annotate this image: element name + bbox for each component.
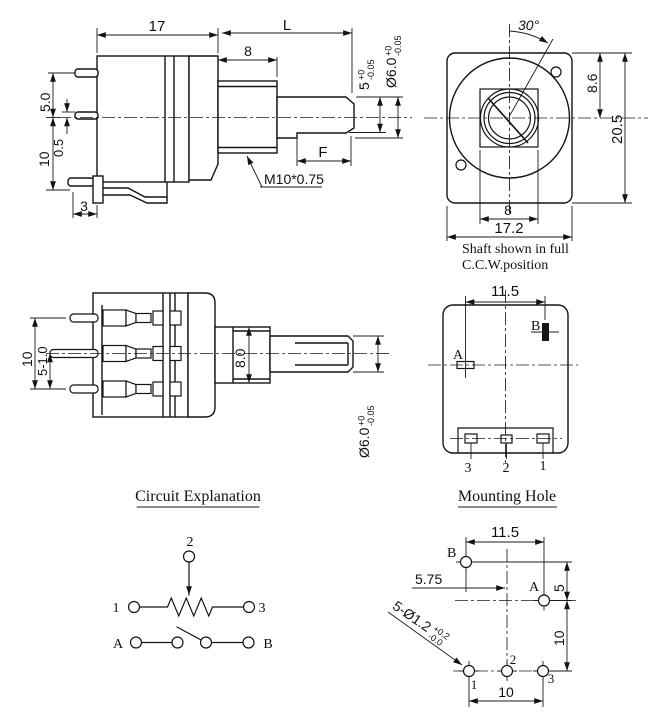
resistor-element <box>166 596 214 618</box>
svg-text:Ø6.0: Ø6.0 <box>383 57 399 88</box>
label-terminal-3: 3 <box>465 461 472 476</box>
circuit-terminal-2: 2 <box>187 535 194 550</box>
switch-contact-left <box>171 636 184 649</box>
node-a <box>129 636 143 649</box>
switch-housing <box>187 292 216 418</box>
dim-bushing-length: 8 <box>244 43 252 59</box>
switch-contact-right <box>199 636 213 649</box>
dim-pin-pitch: 5-1.0 <box>35 346 50 376</box>
circuit-diagram: Circuit Explanation 2 1 3 A B <box>113 488 273 652</box>
mount-tab <box>92 175 104 204</box>
svg-text:5: 5 <box>356 82 372 90</box>
dim-bushing-dia: 8.0 <box>232 348 248 368</box>
hole-1 <box>459 661 479 681</box>
dim-pin-offset: 0.5 <box>51 139 66 157</box>
flat-height-dim: 5 +0 -0.05 <box>356 59 376 90</box>
label-terminal-a: A <box>453 348 464 363</box>
terminal-row-1 <box>69 309 182 327</box>
pin-top <box>74 68 99 78</box>
circuit-terminal-1: 1 <box>113 601 120 616</box>
dim-top-to-center: 8.6 <box>584 73 600 93</box>
svg-text:+0: +0 <box>357 416 367 426</box>
dim-body-width: 17 <box>149 18 166 35</box>
dim-angle: 30° <box>518 17 540 33</box>
dim-shaft-length: L <box>283 17 291 34</box>
shaft <box>276 96 355 139</box>
hole-callout-leader <box>387 611 463 666</box>
circuit-switch-b: B <box>263 637 272 652</box>
label-hole-2: 2 <box>510 652 517 667</box>
terminal-row-3 <box>69 380 182 398</box>
flange-hole <box>455 159 467 171</box>
shaft-flat-edge <box>487 97 529 144</box>
flange-hole <box>550 66 562 78</box>
rear-view: 11.5 B A 3 2 1 <box>428 283 578 476</box>
label-terminal-2: 2 <box>503 461 510 476</box>
pot-body <box>96 55 190 183</box>
label-hole-a: A <box>529 580 540 595</box>
shaft-caption-line1: Shaft shown in full <box>462 242 569 257</box>
angle-arc <box>509 30 549 44</box>
dim-window-width: 8 <box>504 202 512 218</box>
shaft-bottom <box>269 335 354 373</box>
thread-callout: M10*0.75 <box>264 171 324 187</box>
dim-pin-span: 10 <box>19 351 35 367</box>
bushing-bottom <box>214 326 271 384</box>
circuit-switch-a: A <box>113 637 124 652</box>
mounting-title: Mounting Hole <box>458 488 556 505</box>
front-plate <box>188 55 219 181</box>
svg-text:-0.05: -0.05 <box>393 35 403 56</box>
svg-text:-0.05: -0.05 <box>366 405 376 426</box>
svg-text:Ø6.0: Ø6.0 <box>356 427 372 458</box>
label-terminal-b: B <box>531 319 540 334</box>
svg-text:-0.05: -0.05 <box>366 59 376 80</box>
dim-flange-width: 17.2 <box>494 220 523 237</box>
label-terminal-1: 1 <box>540 459 547 474</box>
dim-a-to-row: 10 <box>551 630 567 646</box>
node-3 <box>242 600 256 614</box>
front-view: 30° 8.6 20.5 8 17.2 Shaft shown in full … <box>424 17 648 273</box>
mounting-hole-diagram: Mounting Hole <box>387 488 576 707</box>
threaded-bushing <box>217 80 278 154</box>
shaft-caption-line2: C.C.W.position <box>462 258 548 273</box>
ccw-pointer <box>509 38 554 117</box>
label-hole-3: 3 <box>548 671 555 686</box>
bottom-view: 10 5-1.0 8.0 Ø6.0 +0 -0.05 <box>19 292 392 458</box>
node-b <box>242 636 255 649</box>
side-view: 17 L 8 5.0 10 0.5 3 M10*0.75 F 5 +0 -0.0… <box>36 17 412 218</box>
dim-hole-span: 11.5 <box>491 524 519 541</box>
dim-pin-top: 5.0 <box>37 92 53 112</box>
shaft-dia-dim: Ø6.0 +0 -0.05 <box>383 35 403 88</box>
hole-size-callout: 5-Ø1.2 +0.2 -0.0 <box>390 597 452 648</box>
dim-pin-bottom: 10 <box>36 151 52 167</box>
dim-ab-span: 11.5 <box>491 283 519 300</box>
circuit-title: Circuit Explanation <box>135 488 261 505</box>
switch-blade <box>176 626 204 642</box>
node-2 <box>182 550 196 563</box>
label-hole-1: 1 <box>471 677 478 692</box>
mount-foot <box>67 177 95 187</box>
node-1 <box>127 600 141 614</box>
dim-flange-height: 20.5 <box>609 115 626 144</box>
circuit-terminal-3: 3 <box>259 601 266 616</box>
dim-bracket: 3 <box>80 198 88 214</box>
dim-ab-vertical: 5 <box>551 584 567 592</box>
dim-b-offset: 5.75 <box>415 571 442 587</box>
svg-text:+0: +0 <box>384 46 394 56</box>
hole-2 <box>497 661 517 681</box>
terminal-tab-2 <box>500 434 513 444</box>
hole-3 <box>533 661 553 681</box>
pin-middle <box>74 111 99 120</box>
svg-text:+0: +0 <box>357 70 367 80</box>
shaft-dia-dim-bottom: Ø6.0 +0 -0.05 <box>356 405 376 458</box>
dim-flat-length: F <box>318 144 327 161</box>
label-hole-b: B <box>447 546 456 561</box>
dim-row-width: 10 <box>498 684 514 700</box>
